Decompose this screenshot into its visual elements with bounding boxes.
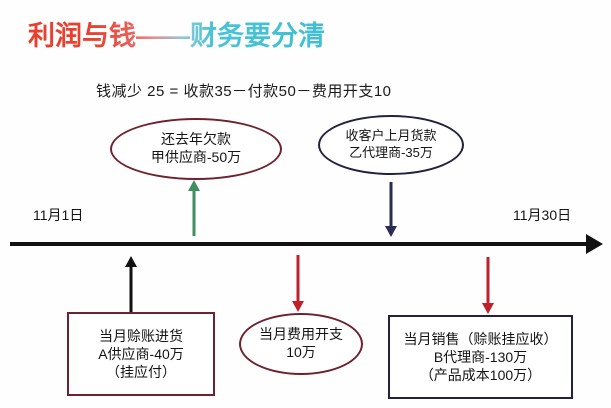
arrow-up-black-icon (123, 256, 139, 312)
arrow-up-black-head-icon (125, 256, 137, 267)
node-monthly-sales-line2: B代理商-130万 (433, 348, 528, 365)
timeline-end-date-label: 11月30日 (513, 207, 572, 223)
node-monthly-expenses: 当月费用开支 10万 (239, 313, 363, 375)
timeline-axis (10, 242, 588, 246)
arrow-down-red-middle-shaft (296, 255, 300, 303)
arrow-down-navy-head-icon (385, 226, 397, 237)
arrow-down-red-right-shaft (486, 257, 490, 305)
node-repay-last-year-debt-line2: 甲供应商-50万 (150, 149, 242, 165)
node-repay-last-year-debt-line1: 还去年欠款 (161, 131, 231, 148)
arrow-down-navy-shaft (389, 182, 393, 228)
arrow-up-green-head-icon (188, 180, 200, 191)
node-credit-purchase: 当月赊账进货 A供应商-40万 （挂应付） (67, 312, 215, 396)
node-credit-purchase-line1: 当月赊账进货 (99, 327, 183, 344)
node-collect-last-month-payment: 收客户上月货款 乙代理商-35万 (318, 115, 464, 175)
node-monthly-expenses-line1: 当月费用开支 (259, 326, 343, 343)
node-credit-purchase-line3: （挂应付） (106, 364, 176, 381)
arrow-down-navy-icon (383, 182, 399, 237)
node-repay-last-year-debt: 还去年欠款 甲供应商-50万 (110, 118, 282, 180)
node-monthly-sales-line3: （产品成本100万） (419, 367, 542, 384)
arrow-up-green-icon (186, 180, 202, 236)
timeline-start-date-label: 11月1日 (33, 207, 84, 223)
arrow-down-red-right-head-icon (482, 303, 494, 314)
arrow-up-green-shaft (192, 189, 196, 236)
page-title: 利润与钱——财务要分清 (28, 14, 325, 53)
node-collect-last-month-payment-line2: 乙代理商-35万 (349, 145, 433, 160)
node-collect-last-month-payment-line1: 收客户上月货款 (345, 128, 437, 144)
timeline-arrow-head-icon (586, 234, 603, 254)
arrow-down-red-right-icon (480, 257, 496, 314)
node-monthly-expenses-line2: 10万 (286, 344, 316, 360)
arrow-down-red-middle-icon (290, 255, 306, 312)
arrow-down-red-middle-head-icon (292, 301, 304, 312)
arrow-up-black-shaft (129, 265, 133, 312)
node-monthly-sales-line1: 当月销售（赊账挂应收） (403, 330, 558, 347)
node-credit-purchase-line2: A供应商-40万 (98, 345, 184, 362)
cash-formula-text: 钱减少 25 = 收款35－付款50－费用开支10 (96, 83, 392, 100)
node-monthly-sales: 当月销售（赊账挂应收） B代理商-130万 （产品成本100万） (388, 315, 573, 399)
